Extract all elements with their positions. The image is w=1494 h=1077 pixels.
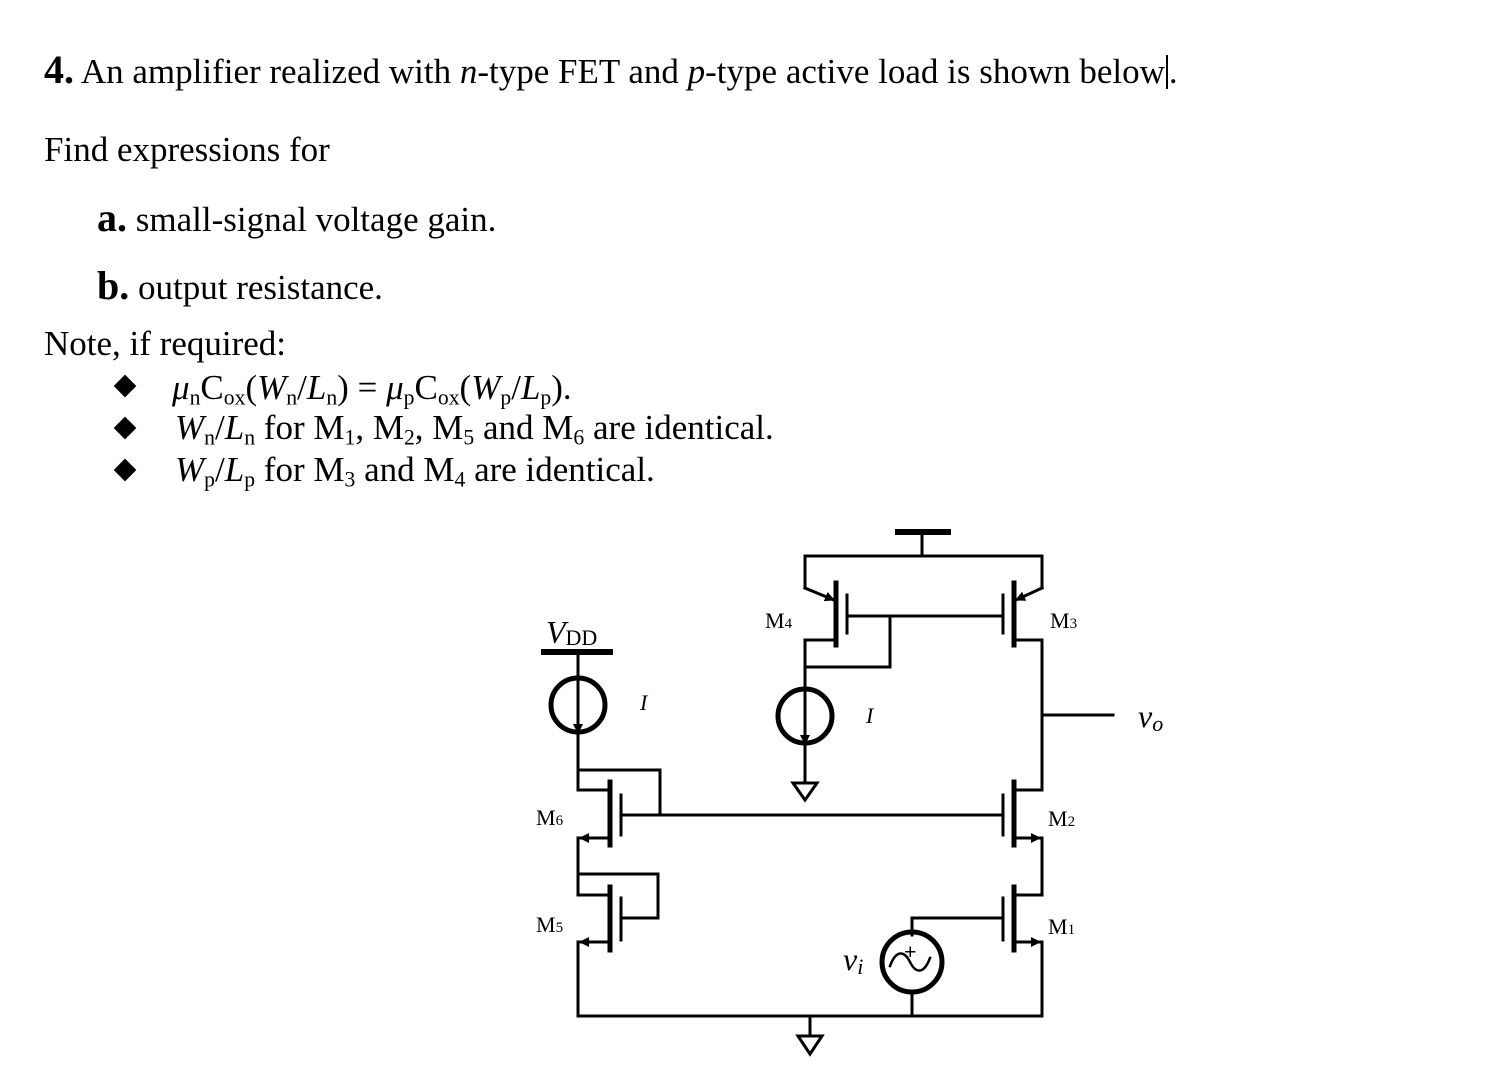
vdd-top-symbol <box>895 529 951 558</box>
part-a: a. small-signal voltage gain. <box>97 198 496 238</box>
part-a-label: a. <box>97 195 127 240</box>
sub-p: p <box>540 385 552 410</box>
label-vdd: VDD <box>546 614 597 650</box>
transistor-m3 <box>1001 580 1044 648</box>
sub: 1 <box>344 425 356 450</box>
part-b: b. output resistance. <box>97 266 383 306</box>
slash: / <box>297 368 307 407</box>
sub: 4 <box>454 467 466 492</box>
c-symbol: C <box>414 368 438 407</box>
w-symbol: W <box>175 450 205 489</box>
equals: = <box>348 368 387 407</box>
current-source-right <box>775 665 835 803</box>
text: for M <box>255 408 345 447</box>
note-heading: Note, if required: <box>44 324 286 363</box>
vdd-left-symbol <box>541 649 613 680</box>
label-m3: M3 <box>1050 608 1077 633</box>
l-symbol: L <box>306 368 327 407</box>
part-b-text: output resistance. <box>138 268 383 307</box>
label-current-right: I <box>865 703 875 728</box>
label-m2: M2 <box>1048 806 1075 831</box>
slash: / <box>215 408 225 447</box>
text: for M <box>255 450 345 489</box>
sub: 5 <box>463 425 475 450</box>
sub-ox: ox <box>437 385 460 410</box>
sub-p: p <box>403 385 415 410</box>
text: , M <box>414 408 464 447</box>
mu-symbol: μ <box>172 368 190 407</box>
sub-n: n <box>204 425 215 450</box>
label-m6: M6 <box>536 805 564 830</box>
text: and M <box>355 450 455 489</box>
sub-p: p <box>204 467 215 492</box>
label-m5: M5 <box>536 912 563 937</box>
paren: ( <box>459 368 472 407</box>
transistor-m5 <box>576 872 660 1018</box>
bullet-2: Wn/Ln for M1, M2, M5 and M6 are identica… <box>175 408 774 448</box>
label-current-left: I <box>639 690 649 715</box>
transistor-m1 <box>1001 884 1044 1018</box>
l-symbol: L <box>224 408 245 447</box>
sub-n: n <box>286 385 298 410</box>
question-text-a: An amplifier realized with <box>80 52 460 91</box>
w-symbol: W <box>175 408 205 447</box>
text: are identical. <box>465 450 655 489</box>
sub: 2 <box>403 425 415 450</box>
text: are identical. <box>584 408 774 447</box>
bullet-3: Wp/Lp for M3 and M4 are identical. <box>175 450 655 490</box>
label-plus: + <box>904 939 917 964</box>
text: and M <box>474 408 574 447</box>
transistor-m4 <box>803 580 892 669</box>
text-cursor <box>1165 55 1168 89</box>
sub-p: p <box>500 385 512 410</box>
label-m1: M1 <box>1048 914 1075 939</box>
question-number: 4. <box>44 47 74 92</box>
p-variable: p <box>687 52 706 91</box>
w-symbol: W <box>257 368 287 407</box>
question-text-end: . <box>1168 52 1178 91</box>
paren: ( <box>245 368 258 407</box>
slash: / <box>511 368 521 407</box>
question-line: 4. An amplifier realized with n-type FET… <box>44 50 1178 90</box>
sub-n: n <box>326 385 338 410</box>
sub: 6 <box>573 425 585 450</box>
ground-symbol <box>795 1014 825 1057</box>
question-text-b: -type FET and <box>477 52 688 91</box>
bullet-1: μnCox(Wn/Ln) = μpCox(Wp/Lp). <box>172 368 572 408</box>
l-symbol: L <box>520 368 541 407</box>
label-m4: M4 <box>765 608 793 633</box>
sub-n: n <box>189 385 201 410</box>
label-vo: vo <box>1138 698 1163 736</box>
slash: / <box>215 450 225 489</box>
n-variable: n <box>459 52 478 91</box>
text: , M <box>355 408 404 447</box>
question-text-c: -type active load is shown below <box>705 52 1165 91</box>
label-vi: vi <box>843 941 863 979</box>
current-source-left <box>548 675 608 772</box>
transistor-m2 <box>1001 779 1044 897</box>
part-a-text: small-signal voltage gain. <box>135 200 497 239</box>
paren-period: ). <box>551 368 572 407</box>
sub: 3 <box>344 467 356 492</box>
c-symbol: C <box>200 368 224 407</box>
sub-ox: ox <box>223 385 246 410</box>
w-symbol: W <box>471 368 501 407</box>
paren: ) <box>337 368 349 407</box>
find-expressions: Find expressions for <box>44 130 330 169</box>
sub-n: n <box>244 425 256 450</box>
part-b-label: b. <box>97 263 130 308</box>
mu-symbol: μ <box>386 368 404 407</box>
ac-source-vi <box>879 929 945 1018</box>
sub-p: p <box>244 467 256 492</box>
l-symbol: L <box>224 450 245 489</box>
transistor-m6 <box>576 768 662 876</box>
